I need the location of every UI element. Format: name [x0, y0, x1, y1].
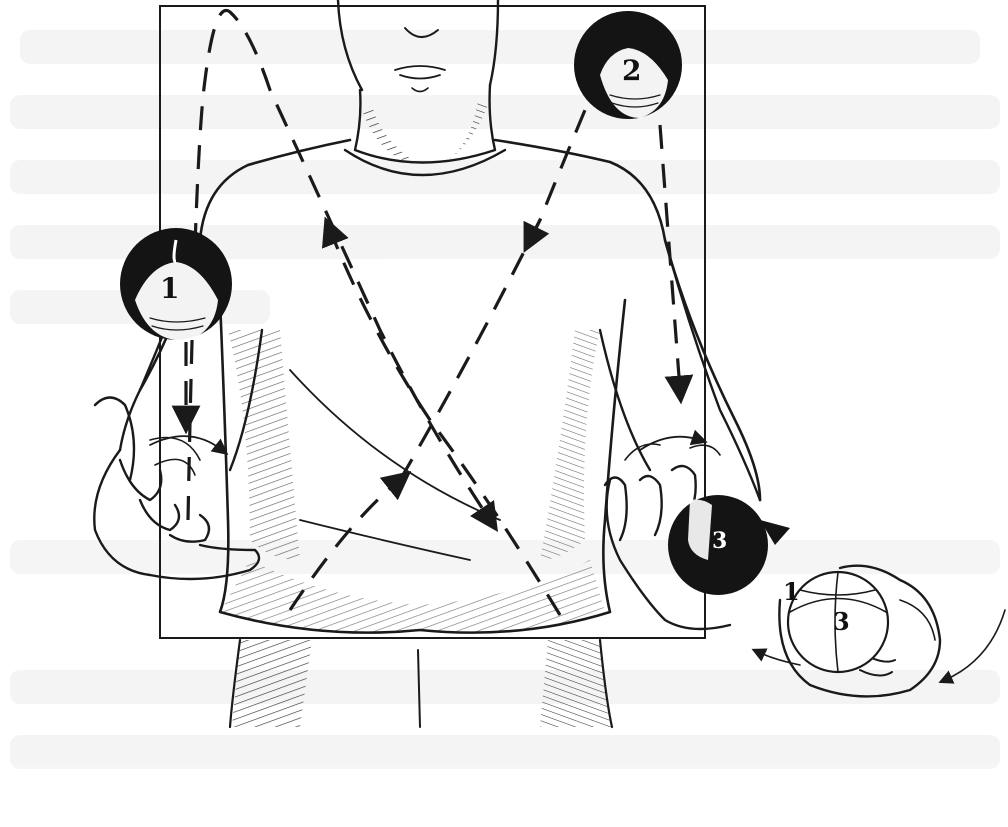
head-and-neck: [338, 0, 505, 175]
path-ball-1-throw: [188, 10, 490, 520]
ball-pair-side: 1 3: [783, 572, 888, 672]
side-ball-1-label: 1: [783, 577, 800, 606]
ball-2-label: 2: [622, 54, 641, 87]
ball-2: 2: [574, 11, 682, 119]
ball-1-label: 1: [160, 272, 179, 305]
ball-1: 1: [120, 228, 232, 341]
side-ball-3-label: 3: [833, 607, 850, 636]
ball-3-label: 3: [712, 528, 727, 554]
